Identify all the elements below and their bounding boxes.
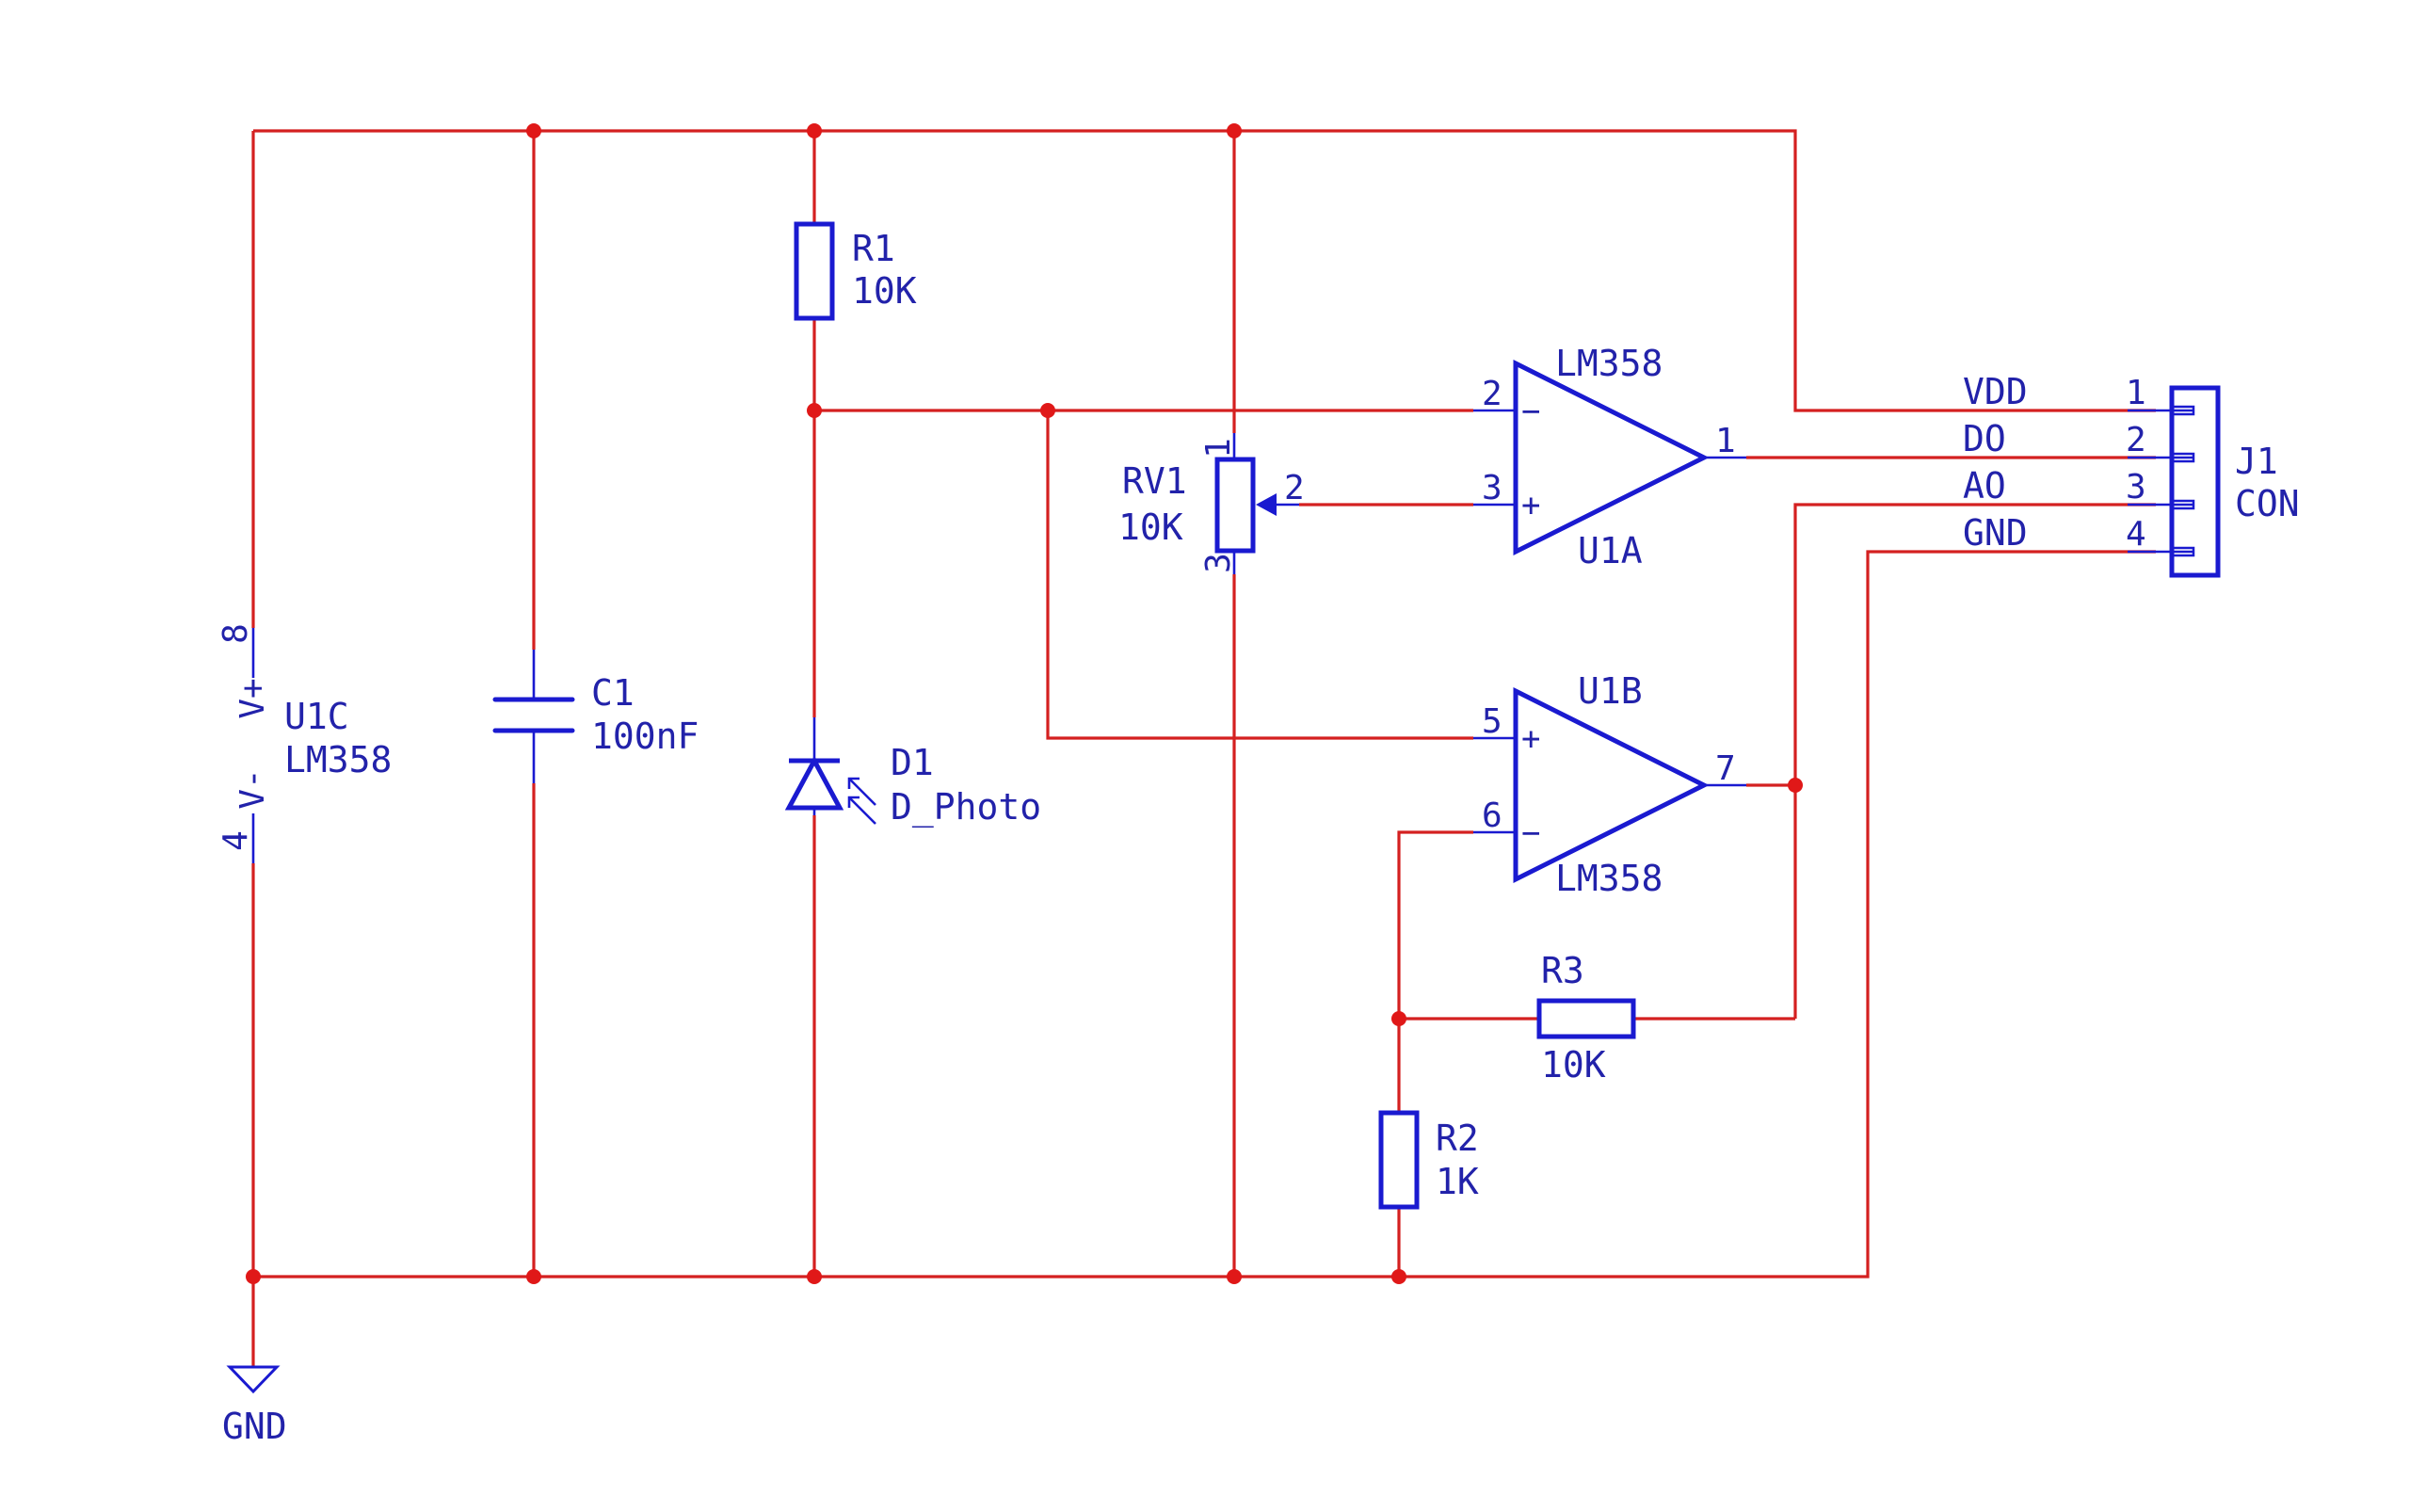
j1-pin4-number: 4 xyxy=(2126,515,2146,554)
u1a-triangle xyxy=(1513,359,1710,556)
u1a-reference: U1A xyxy=(1578,530,1643,571)
d1-value: D_Photo xyxy=(891,786,1041,828)
u1b-plus-sign: + xyxy=(1521,720,1540,758)
r3-reference: R3 xyxy=(1541,950,1584,991)
u1a-pin3-number: 3 xyxy=(1482,469,1502,507)
u1a-plus-sign: + xyxy=(1521,487,1540,524)
wire-sense-u1b xyxy=(1046,410,1473,740)
u1a-value: LM358 xyxy=(1555,343,1663,384)
u1c-pin4-number: 4 xyxy=(217,830,255,851)
junctions xyxy=(246,123,1803,1284)
j1-pin4-name: GND xyxy=(1963,512,2028,554)
j1-pin1-name: VDD xyxy=(1963,371,2028,412)
r1-value: 10K xyxy=(852,270,917,312)
u1b-triangle xyxy=(1513,686,1710,884)
junction-dot xyxy=(1227,123,1242,138)
connector-j1: VDD 1 DO 2 AO 3 GND 4 J1 CON xyxy=(1963,371,2300,578)
c1-value: 100nF xyxy=(591,716,699,757)
photodiode-d1: D1 D_Photo xyxy=(784,717,1041,828)
junction-dot xyxy=(1391,1269,1406,1284)
u1c-reference: U1C xyxy=(284,696,349,737)
u1b-reference: U1B xyxy=(1578,670,1643,712)
ground-symbol: GND xyxy=(222,1365,287,1447)
rv1-pin3-number: 3 xyxy=(1199,553,1238,573)
u1a-pin2-number: 2 xyxy=(1482,375,1502,413)
u1c-value: LM358 xyxy=(284,739,392,780)
r2-value: 1K xyxy=(1436,1161,1479,1202)
u1a-minus-sign: − xyxy=(1521,393,1540,430)
wire-gnd-rail xyxy=(253,550,2156,1279)
j1-pin1-number: 1 xyxy=(2126,374,2146,412)
r3-value: 10K xyxy=(1541,1044,1606,1086)
j1-pin-4: GND 4 xyxy=(1963,512,2195,557)
r1-body xyxy=(794,221,835,321)
rv1-pin1-number: 1 xyxy=(1199,438,1238,458)
wire-ao xyxy=(1793,503,2156,1019)
resistor-r3: R3 10K xyxy=(1536,950,1636,1086)
ground-icon xyxy=(226,1365,281,1394)
junction-dot xyxy=(1391,1011,1406,1026)
capacitor-c1: C1 100nF xyxy=(492,650,699,783)
junction-dot xyxy=(807,123,822,138)
r2-body xyxy=(1378,1110,1420,1210)
rv1-reference: RV1 xyxy=(1122,460,1187,502)
wire-u1b-inv xyxy=(1397,830,1473,1111)
d1-triangle xyxy=(784,755,844,811)
j1-body xyxy=(2169,385,2221,578)
j1-pin3-number: 3 xyxy=(2126,468,2146,507)
r2-reference: R2 xyxy=(1436,1118,1479,1159)
rv1-value: 10K xyxy=(1118,507,1183,548)
opamp-u1b: + − 5 6 7 U1B LM358 xyxy=(1473,670,1746,899)
j1-pin-1: VDD 1 xyxy=(1963,371,2195,416)
junction-dot xyxy=(526,1269,541,1284)
potentiometer-rv1: 1 2 3 RV1 10K xyxy=(1118,433,1305,574)
d1-light-arrows-icon xyxy=(847,777,876,825)
u1c-vminus-label: V- xyxy=(233,768,272,809)
rv1-wiper-arrow xyxy=(1256,493,1277,516)
u1a-pin1-number: 1 xyxy=(1715,422,1736,460)
resistor-r1: R1 10K xyxy=(794,221,917,321)
j1-pin-3: AO 3 xyxy=(1963,465,2195,510)
u1b-pin5-number: 5 xyxy=(1482,702,1502,741)
wires xyxy=(251,129,2156,1367)
rv1-body xyxy=(1214,457,1256,554)
j1-pin-2: DO 2 xyxy=(1963,418,2195,463)
r3-body xyxy=(1536,998,1636,1039)
u1b-pin7-number: 7 xyxy=(1715,749,1736,788)
wire-vcc-rail xyxy=(253,129,2156,412)
j1-reference: J1 xyxy=(2235,441,2278,482)
j1-pin2-name: DO xyxy=(1963,418,2006,459)
junction-dot xyxy=(807,1269,822,1284)
j1-pin3-name: AO xyxy=(1963,465,2006,507)
u1b-pin6-number: 6 xyxy=(1482,796,1502,835)
junction-dot xyxy=(1788,778,1803,793)
c1-reference: C1 xyxy=(591,672,635,714)
j1-value: CON xyxy=(2235,483,2300,524)
d1-reference: D1 xyxy=(891,742,934,783)
junction-dot xyxy=(246,1269,261,1284)
r1-reference: R1 xyxy=(852,228,895,269)
resistor-r2: R2 1K xyxy=(1378,1110,1479,1210)
rv1-pin2-number: 2 xyxy=(1284,469,1305,507)
j1-pin2-number: 2 xyxy=(2126,421,2146,459)
junction-dot xyxy=(807,403,822,418)
u1c-vplus-label: V+ xyxy=(233,678,272,718)
gnd-label: GND xyxy=(222,1406,287,1447)
junction-dot xyxy=(1227,1269,1242,1284)
u1c-pin8-number: 8 xyxy=(217,623,255,644)
opamp-u1a: − + 2 3 1 LM358 U1A xyxy=(1473,343,1746,571)
u1b-minus-sign: − xyxy=(1521,814,1540,852)
u1b-value: LM358 xyxy=(1555,858,1663,899)
junction-dot xyxy=(526,123,541,138)
u1c-power-unit: 8 V+ V- 4 U1C LM358 xyxy=(217,623,392,863)
junction-dot xyxy=(1040,403,1055,418)
